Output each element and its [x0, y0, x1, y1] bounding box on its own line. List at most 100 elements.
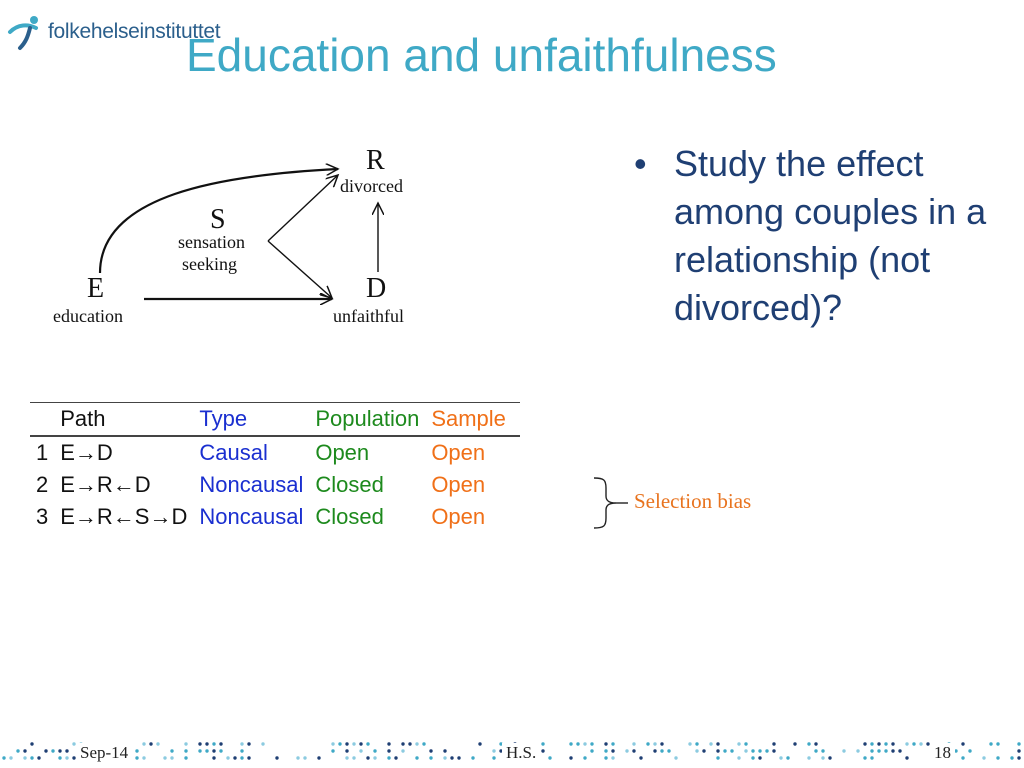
footer-date: Sep-14	[76, 743, 133, 763]
footer-dot	[317, 756, 321, 760]
footer-dot	[688, 742, 692, 746]
footer-dot	[926, 742, 930, 746]
selection-bias-label: Selection bias	[634, 489, 752, 513]
footer-dot	[240, 756, 244, 760]
footer-dot	[877, 749, 881, 753]
footer-dot	[303, 756, 307, 760]
footer-dot	[135, 756, 139, 760]
footer-dot	[30, 742, 34, 746]
footer-dot	[450, 756, 454, 760]
footer-page-number: 18	[930, 743, 955, 763]
footer-dot	[877, 742, 881, 746]
table-header-row: Path Type Population Sample	[30, 402, 520, 437]
footer-dot	[807, 742, 811, 746]
footer-dot	[765, 749, 769, 753]
footer-dot	[758, 756, 762, 760]
footer-dot	[842, 749, 846, 753]
causal-diagram: R divorced S sensation seeking E educati…	[53, 145, 404, 326]
footer-dot	[569, 742, 573, 746]
footer-dot	[296, 756, 300, 760]
footer-dot	[345, 749, 349, 753]
footer-dot	[163, 756, 167, 760]
footer-dot	[352, 756, 356, 760]
footer-dot	[905, 742, 909, 746]
footer-dot	[541, 749, 545, 753]
footer-dot	[884, 742, 888, 746]
footer-dot	[716, 749, 720, 753]
footer-dot	[1017, 756, 1021, 760]
footer-dot	[415, 756, 419, 760]
row-path: E→D	[60, 440, 113, 465]
footer-dot	[632, 749, 636, 753]
footer-dot	[870, 742, 874, 746]
node-s-label-line1: sensation	[178, 232, 245, 252]
footer-dot	[359, 742, 363, 746]
footer-dot	[387, 742, 391, 746]
footer-dot	[996, 742, 1000, 746]
footer-dot	[667, 749, 671, 753]
row-population: Closed	[315, 504, 384, 529]
footer-dot	[30, 756, 34, 760]
footer-dot	[821, 756, 825, 760]
footer-dot	[72, 742, 76, 746]
footer-dot	[814, 742, 818, 746]
footer-dot	[793, 742, 797, 746]
footer-dot	[982, 756, 986, 760]
header-population: Population	[309, 402, 426, 437]
footer-dot	[709, 742, 713, 746]
footer-dot	[639, 756, 643, 760]
bullet-text: Study the effect among couples in a rela…	[674, 143, 987, 328]
footer-dot	[611, 742, 615, 746]
node-s-label-line2: seeking	[182, 254, 237, 274]
footer-dot	[569, 756, 573, 760]
footer-dot	[590, 742, 594, 746]
footer-dot	[961, 742, 965, 746]
node-d-letter: D	[366, 273, 386, 304]
footer-dot	[65, 749, 69, 753]
footer-dot	[422, 742, 426, 746]
footer-dot	[345, 756, 349, 760]
footer-dot	[919, 742, 923, 746]
edge-s-to-r	[267, 175, 338, 242]
edge-s-to-d	[267, 240, 332, 298]
footer-dot	[737, 742, 741, 746]
footer-dot	[142, 756, 146, 760]
footer-dot	[674, 756, 678, 760]
footer-dot	[583, 756, 587, 760]
footer-dot	[72, 756, 76, 760]
footer-dot	[870, 756, 874, 760]
footer-dot	[37, 756, 41, 760]
table-row: 1 E→D Causal Open Open	[30, 436, 520, 469]
footer-dot	[646, 742, 650, 746]
footer-dot	[58, 756, 62, 760]
footer-dot	[828, 756, 832, 760]
bullet-dot-icon: •	[634, 143, 647, 184]
footer-dot	[443, 749, 447, 753]
footer-dot	[604, 742, 608, 746]
footer-dot	[737, 756, 741, 760]
footer-dot	[751, 749, 755, 753]
footer-dot	[499, 742, 503, 746]
footer-dot	[261, 742, 265, 746]
footer-dot	[156, 742, 160, 746]
footer-dot	[772, 749, 776, 753]
footer-dot	[744, 749, 748, 753]
node-r-letter: R	[366, 145, 385, 176]
row-sample: Open	[431, 504, 486, 529]
slide-title: Education and unfaithfulness	[186, 29, 777, 81]
footer-dot	[989, 742, 993, 746]
footer-dot	[478, 742, 482, 746]
footer-dot	[856, 749, 860, 753]
footer-dot	[226, 756, 230, 760]
footer-dot	[387, 749, 391, 753]
footer-dot	[541, 742, 545, 746]
footer-dot	[716, 742, 720, 746]
footer-dot	[198, 742, 202, 746]
node-d-label: unfaithful	[333, 306, 404, 326]
logo: folkehelseinstituttet	[6, 12, 221, 52]
footer-dot	[9, 756, 13, 760]
footer-dot	[366, 742, 370, 746]
footer-dot	[702, 749, 706, 753]
footer-dot	[576, 742, 580, 746]
footer-dot	[345, 742, 349, 746]
